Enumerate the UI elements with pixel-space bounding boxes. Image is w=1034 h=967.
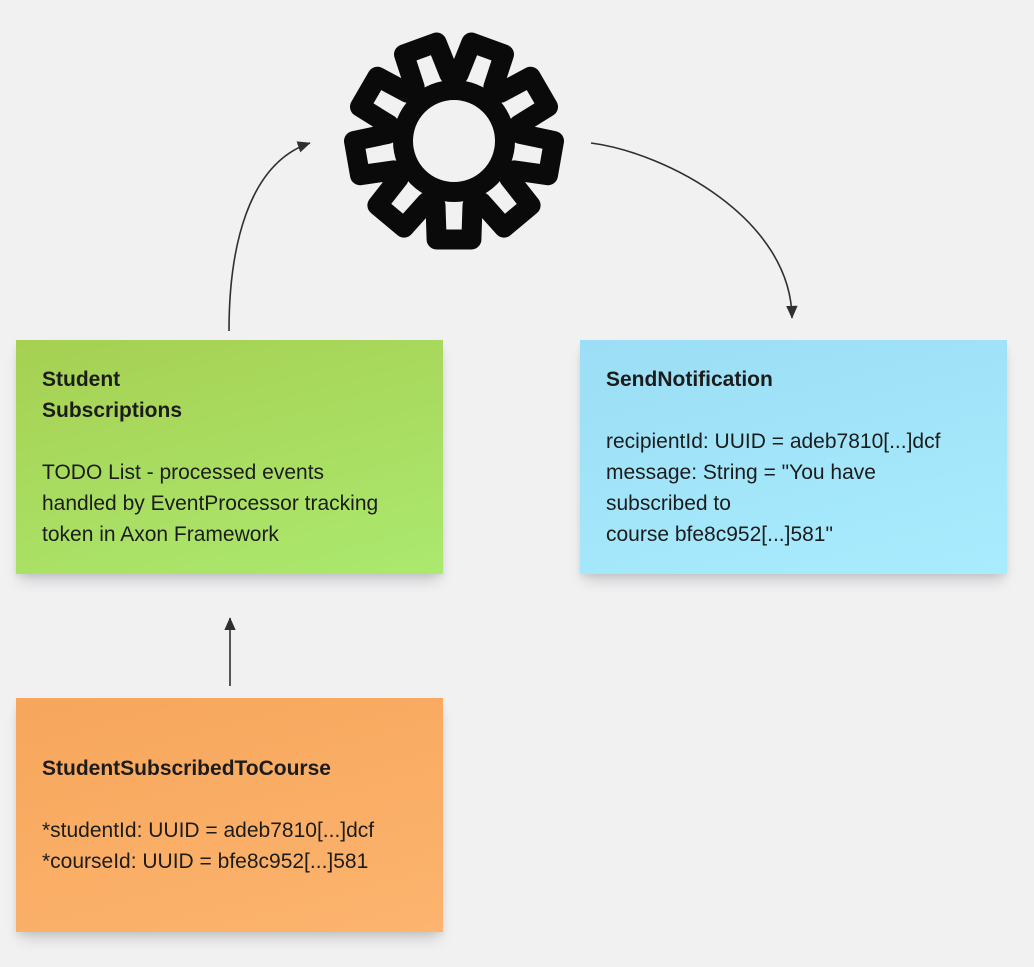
gear-icon[interactable] <box>337 24 571 258</box>
gear-teeth-shape <box>344 32 564 250</box>
sticky-note-student-subscriptions[interactable]: Student Subscriptions TODO List - proces… <box>16 340 443 574</box>
note-title: StudentSubscribedToCourse <box>42 757 331 780</box>
note-title: SendNotification <box>606 368 773 391</box>
note-body: TODO List - processed events handled by … <box>42 461 379 546</box>
sticky-note-send-notification[interactable]: SendNotification recipientId: UUID = ade… <box>580 340 1007 574</box>
note-body: recipientId: UUID = adeb7810[...]dcf mes… <box>606 430 941 546</box>
sticky-note-student-subscribed-to-course[interactable]: StudentSubscribedToCourse *studentId: UU… <box>16 698 443 932</box>
connector-gear-to-notification[interactable] <box>590 142 798 319</box>
note-title: Student Subscriptions <box>42 368 183 422</box>
gear-hub-shape <box>393 80 515 202</box>
connector-subscriptions-to-gear[interactable] <box>228 141 311 332</box>
note-body: *studentId: UUID = adeb7810[...]dcf *cou… <box>42 819 375 873</box>
